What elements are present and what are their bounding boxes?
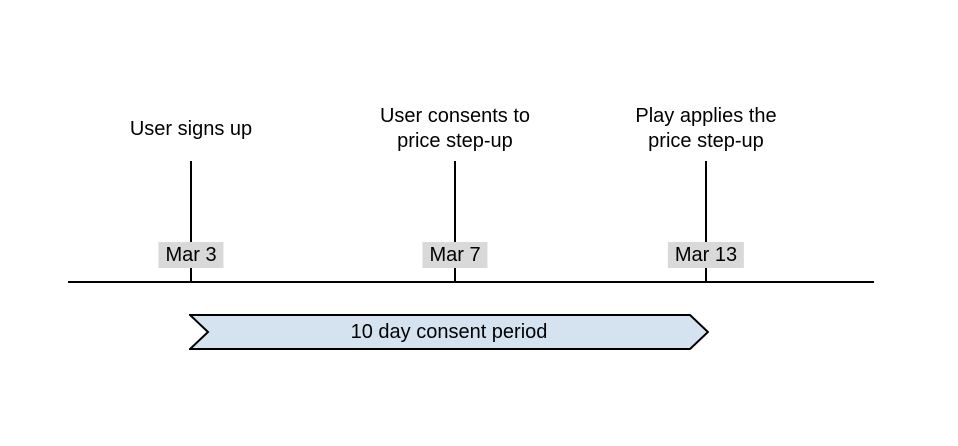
consent-period-banner: 10 day consent period (189, 314, 709, 350)
date-badge-mar-13: Mar 13 (667, 242, 745, 268)
event-label-user-consents: User consents to price step-up (379, 105, 531, 152)
event-label-user-signs-up: User signs up (129, 117, 253, 140)
event-label-play-applies: Play applies the price step-up (635, 105, 777, 152)
event-tick-mar-3 (190, 161, 192, 282)
event-tick-mar-7 (454, 161, 456, 282)
event-tick-mar-13 (705, 161, 707, 282)
date-badge-mar-7: Mar 7 (422, 242, 488, 268)
banner-chevron-shape (189, 314, 709, 350)
timeline-axis (68, 281, 874, 283)
consent-period-label: 10 day consent period (350, 320, 548, 343)
date-badge-mar-3: Mar 3 (158, 242, 224, 268)
